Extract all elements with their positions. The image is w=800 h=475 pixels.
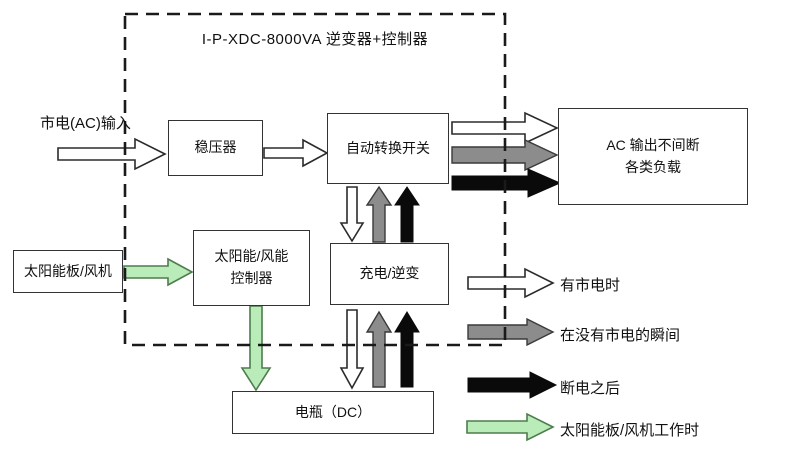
mains-input-arrow-icon: [57, 137, 167, 171]
controller-to-battery-arrow-icon: [240, 305, 272, 392]
solar-controller-box: 太阳能/风能 控制器: [193, 230, 310, 306]
legend-green-arrow-icon: [466, 412, 555, 442]
legend-gray-arrow-icon: [467, 317, 555, 347]
stabilizer-label: 稳压器: [194, 139, 237, 156]
solar-controller-line1: 太阳能/风能: [214, 248, 289, 265]
transfer-switch-box: 自动转换开关: [327, 113, 449, 184]
legend-item-mains-available: 有市电时: [560, 277, 621, 294]
battery-label: 电瓶（DC）: [294, 403, 372, 420]
solar-panel-label: 太阳能板/风机: [24, 262, 112, 279]
charger-to-switch-gray-up-arrow-icon: [365, 185, 393, 243]
diagram-title: I-P-XDC-8000VA 逆变器+控制器: [201, 31, 429, 48]
legend-white-arrow-icon: [467, 267, 555, 299]
stabilizer-to-switch-arrow-icon: [263, 138, 329, 168]
charger-to-switch-black-up-arrow-icon: [394, 186, 420, 243]
switch-to-output-white-arrow-icon: [451, 111, 559, 145]
legend-item-solar-working: 太阳能板/风机工作时: [560, 422, 700, 439]
switch-to-output-gray-arrow-icon: [451, 138, 559, 172]
switch-to-charger-down-arrow-icon: [339, 186, 365, 243]
solar-to-controller-arrow-icon: [123, 257, 194, 287]
legend-item-after-outage: 断电之后: [560, 380, 621, 397]
legend-black-arrow-icon: [467, 371, 558, 399]
solar-panel-box: 太阳能板/风机: [13, 250, 123, 293]
solar-controller-line2: 控制器: [230, 270, 273, 286]
ac-output-line1: AC 输出不间断: [606, 136, 700, 153]
stabilizer-box: 稳压器: [168, 120, 263, 176]
transfer-switch-label: 自动转换开关: [346, 139, 430, 156]
battery-to-charger-gray-up-arrow-icon: [365, 310, 393, 388]
battery-box: 电瓶（DC）: [232, 391, 434, 434]
charger-to-battery-down-arrow-icon: [339, 309, 365, 390]
switch-to-output-black-arrow-icon: [451, 168, 562, 198]
legend-item-mains-lost-moment: 在没有市电的瞬间: [560, 327, 681, 344]
charger-inverter-label: 充电/逆变: [359, 265, 420, 282]
battery-to-charger-black-up-arrow-icon: [394, 311, 420, 388]
mains-input-label: 市电(AC)输入: [40, 115, 131, 132]
ac-output-box: AC 输出不间断 各类负载: [558, 108, 748, 205]
charger-inverter-box: 充电/逆变: [330, 243, 449, 305]
ac-output-line2: 各类负载: [625, 158, 681, 175]
